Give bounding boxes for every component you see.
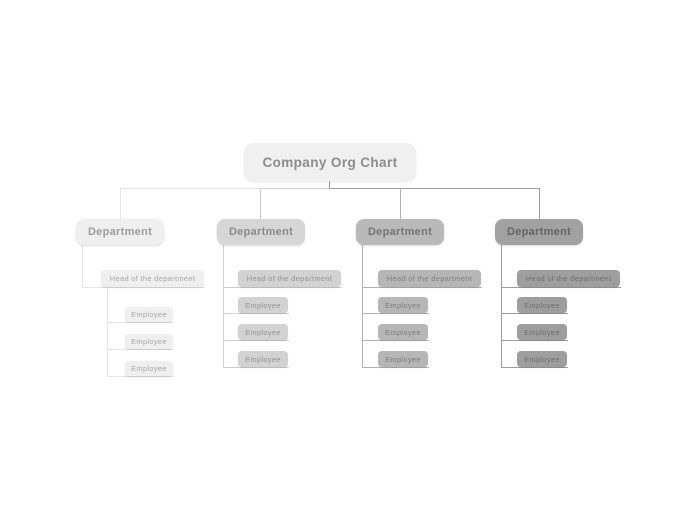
dept3-head-label: Head of the department xyxy=(386,274,473,283)
edge-root-stub xyxy=(329,181,330,188)
edge-root-dept2 xyxy=(260,188,329,189)
dept4-employee1-node[interactable]: Employee xyxy=(517,297,567,313)
edge-dept1-emp1-underline xyxy=(107,322,174,323)
dept2-employee3-node[interactable]: Employee xyxy=(238,351,288,367)
dept2-employee1-node[interactable]: Employee xyxy=(238,297,288,313)
dept4-node[interactable]: Department xyxy=(495,219,583,245)
edge-dept2-head-underline xyxy=(223,287,342,288)
edge-dept2-children xyxy=(223,245,224,367)
dept1-label: Department xyxy=(87,226,153,238)
edge-dept4-head-underline xyxy=(501,287,621,288)
dept3-employee1-node[interactable]: Employee xyxy=(378,297,428,313)
dept4-label: Department xyxy=(506,226,572,238)
dept2-employee1-label: Employee xyxy=(245,300,281,310)
dept2-employee2-node[interactable]: Employee xyxy=(238,324,288,340)
edge-dept3-emp3-underline xyxy=(362,367,429,368)
dept1-employee2-node[interactable]: Employee xyxy=(125,334,173,349)
edge-dept4-children xyxy=(501,245,502,367)
dept1-employee1-node[interactable]: Employee xyxy=(125,307,173,322)
dept4-employee2-label: Employee xyxy=(524,327,560,337)
dept3-employee3-node[interactable]: Employee xyxy=(378,351,428,367)
dept1-node[interactable]: Department xyxy=(76,219,164,245)
edge-drop-dept4 xyxy=(539,188,540,219)
dept3-employee2-label: Employee xyxy=(385,327,421,337)
edge-dept3-emp2-underline xyxy=(362,340,429,341)
dept2-employee2-label: Employee xyxy=(245,327,281,337)
dept3-label: Department xyxy=(367,226,433,238)
edge-drop-dept3 xyxy=(400,188,401,219)
edge-dept4-emp3-underline xyxy=(501,367,568,368)
dept2-label: Department xyxy=(228,226,294,238)
dept4-head-label: Head of the department xyxy=(525,274,612,283)
edge-root-dept1 xyxy=(120,188,329,189)
root-node[interactable]: Company Org Chart xyxy=(244,143,416,181)
dept3-employee2-node[interactable]: Employee xyxy=(378,324,428,340)
dept1-employee2-label: Employee xyxy=(131,337,167,346)
dept4-employee2-node[interactable]: Employee xyxy=(517,324,567,340)
edge-dept1-head-children xyxy=(107,287,108,377)
edge-dept4-emp2-underline xyxy=(501,340,568,341)
dept3-head-node[interactable]: Head of the department xyxy=(378,270,481,287)
dept4-employee1-label: Employee xyxy=(524,300,560,310)
edge-dept2-emp1-underline xyxy=(223,313,289,314)
dept2-node[interactable]: Department xyxy=(217,219,305,245)
edge-drop-dept1 xyxy=(120,188,121,219)
edge-dept1-emp2-underline xyxy=(107,349,174,350)
root-node-label: Company Org Chart xyxy=(262,154,398,170)
dept1-employee1-label: Employee xyxy=(131,310,167,319)
edge-root-dept4 xyxy=(329,188,539,189)
dept1-head-node[interactable]: Head of the department xyxy=(101,270,204,287)
dept1-employee3-label: Employee xyxy=(131,364,167,373)
dept4-employee3-node[interactable]: Employee xyxy=(517,351,567,367)
edge-drop-dept2 xyxy=(260,188,261,219)
edge-dept4-emp1-underline xyxy=(501,313,568,314)
dept3-node[interactable]: Department xyxy=(356,219,444,245)
dept2-head-label: Head of the department xyxy=(246,274,333,283)
edge-dept2-emp3-underline xyxy=(223,367,289,368)
edge-dept1-children xyxy=(82,245,83,287)
dept4-head-node[interactable]: Head of the department xyxy=(517,270,620,287)
dept2-employee3-label: Employee xyxy=(245,354,281,364)
dept3-employee1-label: Employee xyxy=(385,300,421,310)
dept2-head-node[interactable]: Head of the department xyxy=(238,270,341,287)
edge-dept1-emp3-underline xyxy=(107,376,174,377)
dept4-employee3-label: Employee xyxy=(524,354,560,364)
dept3-employee3-label: Employee xyxy=(385,354,421,364)
edge-dept3-emp1-underline xyxy=(362,313,429,314)
dept1-employee3-node[interactable]: Employee xyxy=(125,361,173,376)
edge-dept2-emp2-underline xyxy=(223,340,289,341)
dept1-head-label: Head of the department xyxy=(109,274,196,283)
edge-dept1-head-underline xyxy=(82,287,205,288)
edge-dept3-children xyxy=(362,245,363,367)
edge-dept3-head-underline xyxy=(362,287,482,288)
